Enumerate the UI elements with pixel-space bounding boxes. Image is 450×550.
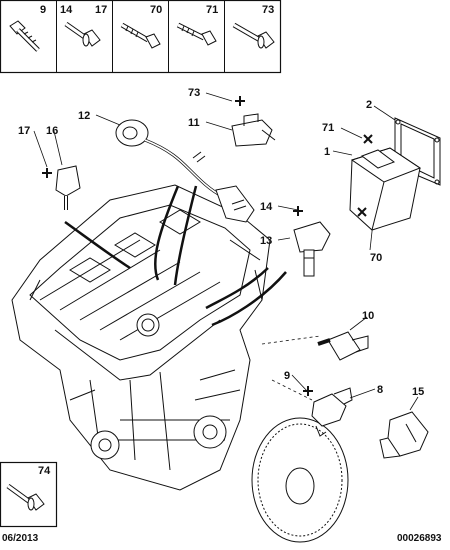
fastener-cell-14-17[interactable]: 14 17 [60,4,107,47]
callout-12[interactable]: 12 [78,110,90,122]
callout-10[interactable]: 10 [362,310,374,322]
plus-marker-9 [303,386,313,396]
flywheel [251,417,349,543]
ref-70-label: 70 [150,4,162,16]
callout-9[interactable]: 9 [284,370,290,382]
ref-74-label: 74 [38,465,51,477]
position-sensor-8[interactable] [311,387,353,437]
temperature-sensor-10[interactable] [317,331,369,361]
callout-16[interactable]: 16 [46,125,58,137]
callout-8[interactable]: 8 [377,384,383,396]
leader-lines [33,92,419,411]
ref-71-label: 71 [206,4,218,16]
pressure-sensor-15[interactable] [379,411,429,459]
callout-1[interactable]: 1 [324,146,330,158]
fastener-panel: 9 14 17 70 [0,0,282,74]
callout-73[interactable]: 73 [188,87,200,99]
crank-sensor-13[interactable] [293,221,331,277]
callout-13[interactable]: 13 [260,235,272,247]
callout-labels: 73 11 12 17 16 2 71 1 14 13 70 10 9 8 15 [18,87,424,398]
ecu-unit-1[interactable] [349,147,422,231]
fastener-cell-70[interactable]: 70 [120,4,162,49]
fastener-cell-9[interactable]: 9 [9,4,46,52]
callout-11[interactable]: 11 [188,117,200,129]
footer-date: 06/2013 [2,533,39,544]
fastener-cell-73[interactable]: 73 [232,4,275,49]
callout-15[interactable]: 15 [412,386,424,398]
screw-icon [120,22,161,49]
bolt-icon [6,483,45,511]
callout-71[interactable]: 71 [322,122,334,134]
cross-marker-70 [357,207,367,217]
footer-code: 00026893 [397,533,442,544]
callout-2[interactable]: 2 [366,99,372,111]
callout-70[interactable]: 70 [370,252,382,264]
knock-sensor-12[interactable] [115,119,255,223]
ref-9-label: 9 [40,4,46,16]
ref-73-label: 73 [262,4,274,16]
callout-17[interactable]: 17 [18,125,30,137]
ref-17-label: 17 [95,4,107,16]
sensor-part-11[interactable] [231,113,276,147]
plus-marker-14 [293,206,303,216]
screw-icon [9,20,40,52]
fastener-cell-74[interactable]: 74 [0,461,58,528]
callout-14[interactable]: 14 [260,201,273,213]
screw-icon [176,22,217,46]
cross-marker-71 [363,134,373,144]
fastener-cell-71[interactable]: 71 [176,4,218,46]
bolt-icon [232,22,275,49]
phase-sensor-16[interactable] [55,165,81,210]
plus-marker-73 [235,96,245,106]
ref-14-label: 14 [60,4,73,16]
wiring-loops [64,185,287,327]
bolt-icon [64,21,101,47]
engine-block [11,184,271,491]
plus-marker-17 [42,168,52,178]
